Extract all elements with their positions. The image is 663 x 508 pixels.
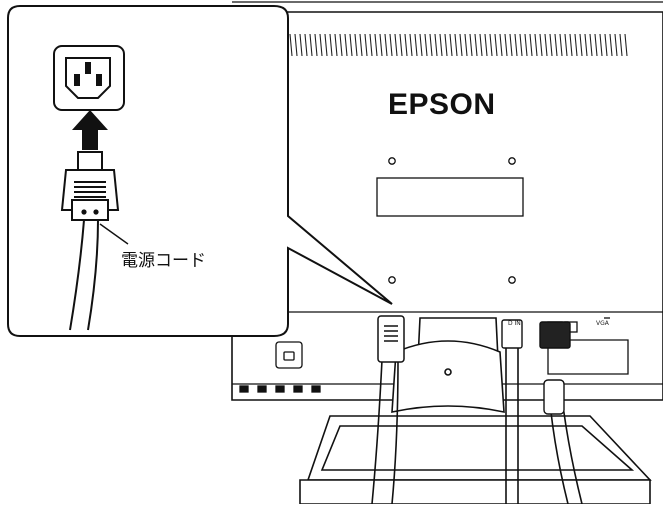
power-cord-label: 電源コード <box>121 251 206 271</box>
vesa-mount <box>376 157 524 284</box>
inserted-connectors <box>501 319 571 415</box>
vent-grille <box>289 33 628 57</box>
vga-port-label: VGA <box>596 320 609 327</box>
power-inlet-icon <box>53 45 125 111</box>
brand-logo: EPSON <box>388 88 496 121</box>
power-plug-icon <box>60 151 120 331</box>
label-leader-line <box>99 223 129 245</box>
connector-panel <box>239 317 629 393</box>
inserted-plug <box>377 315 405 363</box>
dvi-port-label: D IN <box>508 320 521 327</box>
monitor-stand <box>299 317 652 505</box>
insert-direction-arrow-icon <box>72 110 108 150</box>
